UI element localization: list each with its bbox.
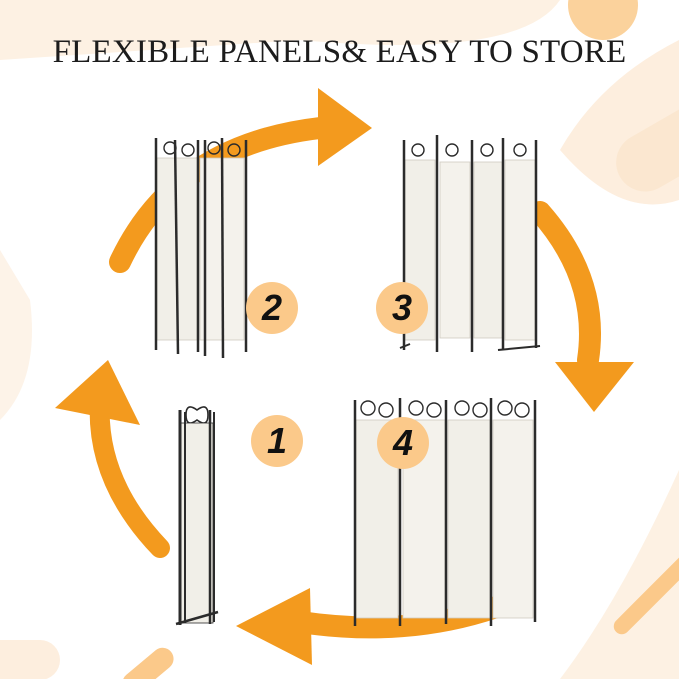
headline: FLEXIBLE PANELS& EASY TO STORE (52, 34, 627, 70)
step-badge-4: 4 (377, 417, 429, 469)
zigzag-screen-illustration (399, 135, 541, 352)
step-badge-1: 1 (251, 415, 303, 467)
step-badge-3: 3 (376, 282, 428, 334)
folded-screen-illustration (175, 406, 219, 626)
arrow-down-icon (529, 201, 634, 412)
partially-unfolded-screen-illustration (154, 137, 248, 359)
fully-unfolded-screen-illustration (353, 398, 537, 626)
step-badge-2: 2 (246, 282, 298, 334)
arrow-up-icon (55, 360, 170, 558)
